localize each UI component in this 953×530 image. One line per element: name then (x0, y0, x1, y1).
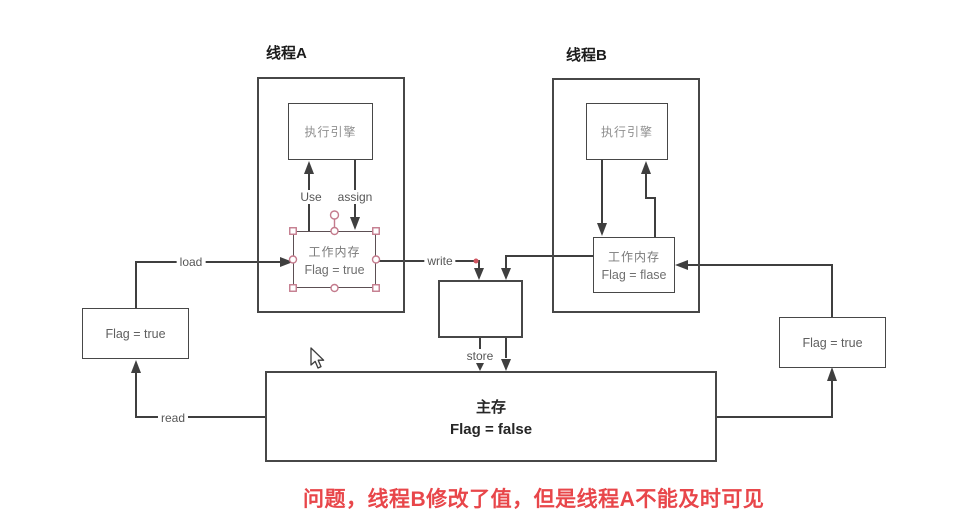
working-memory-value-a: Flag = true (304, 262, 365, 277)
execution-engine-box-a[interactable]: 执行引擎 (288, 103, 373, 160)
value-box-right-text: Flag = true (802, 335, 863, 350)
arrow-bwm-down (501, 268, 511, 280)
thread-a-title: 线程A (266, 45, 307, 62)
edge-label-use: Use (297, 190, 325, 204)
problem-caption[interactable]: 问题，线程B修改了值，但是线程A不能及时可见 (303, 488, 765, 511)
value-box-left[interactable]: Flag = true (82, 308, 189, 359)
main-memory-value: Flag = false (449, 420, 533, 438)
central-buffer-box[interactable] (438, 280, 523, 338)
arrow-read-up (131, 360, 141, 373)
value-box-left-text: Flag = true (105, 326, 166, 341)
thread-a-box[interactable] (257, 77, 405, 313)
mouse-cursor-icon (310, 347, 325, 369)
main-memory-box[interactable]: 主存 Flag = false (265, 371, 717, 462)
edge-label-read: read (157, 411, 189, 425)
edge-label-store: store (463, 349, 497, 363)
execution-engine-label-b: 执行引擎 (600, 125, 653, 139)
working-memory-box-b[interactable]: 工作内存 Flag = flase (593, 237, 675, 293)
edge-label-load: load (176, 255, 206, 269)
arrow-write-down (474, 268, 484, 280)
working-memory-value-b: Flag = flase (601, 268, 667, 282)
arrow-store-big (501, 359, 511, 371)
working-memory-label-a: 工作内存 (308, 244, 361, 259)
edge-label-assign: assign (334, 190, 376, 204)
main-memory-title: 主存 (475, 398, 506, 416)
edge-label-write: write (424, 254, 456, 268)
working-memory-label-b: 工作内存 (607, 250, 660, 264)
connection-point-dot (473, 258, 479, 264)
arrow-into-rightflag-up (827, 367, 837, 381)
execution-engine-box-b[interactable]: 执行引擎 (586, 103, 668, 160)
arrowheads (131, 161, 837, 381)
thread-b-title: 线程B (566, 47, 607, 64)
value-box-right[interactable]: Flag = true (779, 317, 886, 368)
working-memory-box-a[interactable]: 工作内存 Flag = true (293, 231, 376, 288)
thread-b-box[interactable] (552, 78, 700, 313)
execution-engine-label-a: 执行引擎 (304, 125, 357, 139)
arrow-store-small (476, 363, 484, 371)
